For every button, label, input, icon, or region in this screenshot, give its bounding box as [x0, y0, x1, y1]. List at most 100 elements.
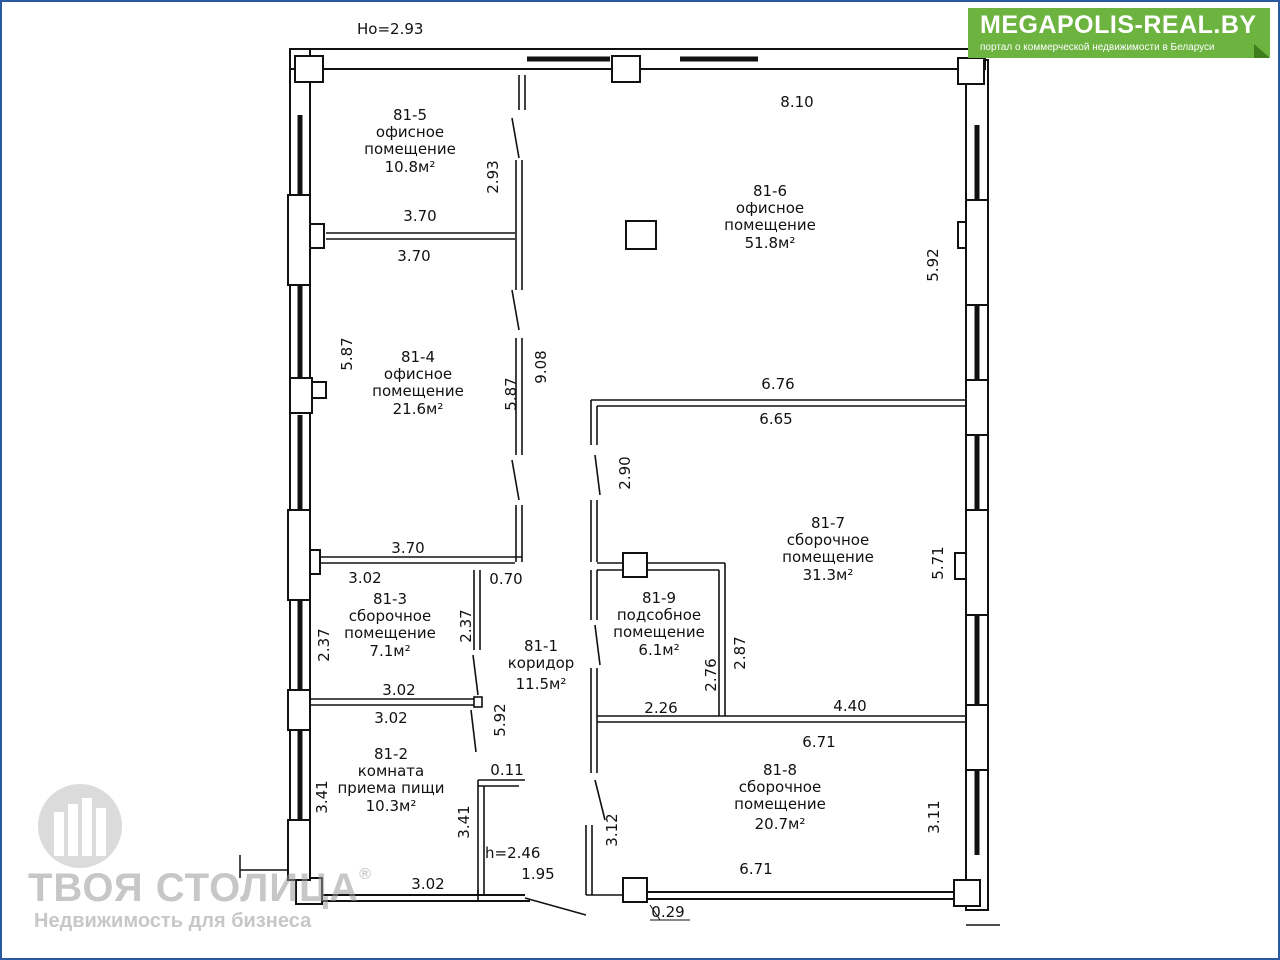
dim-leader [649, 904, 661, 921]
room-type: подсобное [617, 606, 701, 624]
dimension: 5.92 [491, 703, 509, 736]
room-id: 81-8 [763, 761, 797, 779]
pier [287, 509, 311, 601]
dimension: 3.02 [348, 569, 381, 587]
dimension: 5.92 [924, 248, 942, 281]
dimension: 3.41 [455, 805, 473, 838]
dimension: 6.71 [739, 860, 772, 878]
room-area: 51.8м² [745, 234, 796, 252]
room-id: 81-6 [753, 182, 787, 200]
dimension: 2.76 [702, 658, 720, 691]
column [622, 877, 648, 903]
dimension: 2.87 [731, 636, 749, 669]
dimension: 3.41 [313, 780, 331, 813]
height-note: Ho=2.93 [357, 20, 423, 38]
dimension: 3.70 [403, 207, 436, 225]
column [311, 381, 327, 399]
dimension: 2.26 [644, 699, 677, 717]
column [953, 879, 981, 907]
room-area: 6.1м² [638, 641, 679, 659]
room-labels: 81-5 офисное помещение 10.8м² 81-6 офисн… [337, 106, 873, 833]
pier [965, 379, 989, 436]
brand-badge-fold [1254, 44, 1270, 58]
brand-badge[interactable] [968, 8, 1270, 58]
dimension: 3.12 [603, 813, 621, 846]
room-type: помещение [344, 624, 436, 642]
room-type: офисное [736, 199, 804, 217]
corridor-height: h=2.46 [485, 844, 540, 862]
columns [287, 55, 989, 907]
dimension: 0.70 [489, 570, 522, 588]
dimension: 3.70 [397, 247, 430, 265]
brand-subtitle: портал о коммерческой недвижимости в Бел… [980, 42, 1215, 53]
room-type: сборочное [349, 607, 431, 625]
room-area: 31.3м² [803, 566, 854, 584]
pier [287, 689, 311, 731]
room-id: 81-2 [374, 745, 408, 763]
dimension: 6.76 [761, 375, 794, 393]
dimension: 4.40 [833, 697, 866, 715]
room-type: помещение [613, 623, 705, 641]
room-area: 7.1м² [369, 642, 410, 660]
building-logo-icon [38, 784, 122, 868]
dimension: 3.02 [382, 681, 415, 699]
room-type: сборочное [739, 778, 821, 796]
dimension: 9.08 [532, 350, 550, 383]
pier [287, 194, 311, 286]
column [622, 552, 648, 578]
dimension: 5.87 [338, 337, 356, 370]
room-type: помещение [364, 140, 456, 158]
dimension: 1.95 [521, 865, 554, 883]
dimension: 2.37 [315, 628, 333, 661]
room-id: 81-1 [524, 637, 558, 655]
dimension: 2.37 [457, 609, 475, 642]
dimension: 3.11 [925, 800, 943, 833]
room-type: офисное [384, 365, 452, 383]
watermark-tagline: Недвижимость для бизнеса [34, 910, 312, 932]
room-id: 81-5 [393, 106, 427, 124]
column [611, 55, 641, 83]
dimension-labels: 8.10 3.70 3.70 6.76 6.65 3.70 3.02 0.70 … [348, 93, 866, 921]
dimension: 6.71 [802, 733, 835, 751]
dimension: 5.87 [502, 377, 520, 410]
room-type: помещение [782, 548, 874, 566]
column [295, 877, 323, 905]
door-entrance [524, 897, 587, 916]
watermark-name-text: ТВОЯ СТОЛИЦА [28, 866, 360, 910]
room-id: 81-7 [811, 514, 845, 532]
dimension: 3.70 [391, 539, 424, 557]
dimension: 0.11 [490, 761, 523, 779]
room-type: комната [358, 762, 424, 780]
pier [965, 704, 989, 771]
brand-title[interactable]: MEGAPOLIS-REAL.BY [980, 11, 1257, 39]
room-type: сборочное [787, 531, 869, 549]
room-id: 81-9 [642, 589, 676, 607]
room-area: 10.3м² [366, 797, 417, 815]
dimension: 3.02 [411, 875, 444, 893]
dimension-labels-vertical: 2.93 5.92 5.87 5.87 9.08 2.90 5.71 2.37 … [313, 160, 947, 846]
dimension: 5.71 [929, 546, 947, 579]
column [294, 55, 324, 83]
room-id: 81-3 [373, 590, 407, 608]
room-id: 81-4 [401, 348, 435, 366]
column-free [625, 220, 657, 250]
room-area: 10.8м² [385, 158, 436, 176]
column [957, 57, 985, 85]
column [289, 377, 313, 414]
room-area: 11.5м² [516, 675, 567, 693]
registered-mark: ® [359, 866, 372, 883]
room-type: помещение [372, 382, 464, 400]
watermark-name: ТВОЯ СТОЛИЦА® [28, 866, 372, 911]
dimension: 6.65 [759, 410, 792, 428]
walls [239, 48, 1000, 926]
pier [965, 509, 989, 616]
room-type: помещение [734, 795, 826, 813]
room-type: офисное [376, 123, 444, 141]
partitions [310, 75, 966, 901]
room-area: 21.6м² [393, 400, 444, 418]
pier [287, 819, 311, 881]
dimension: 8.10 [780, 93, 813, 111]
room-type: коридор [508, 654, 575, 672]
